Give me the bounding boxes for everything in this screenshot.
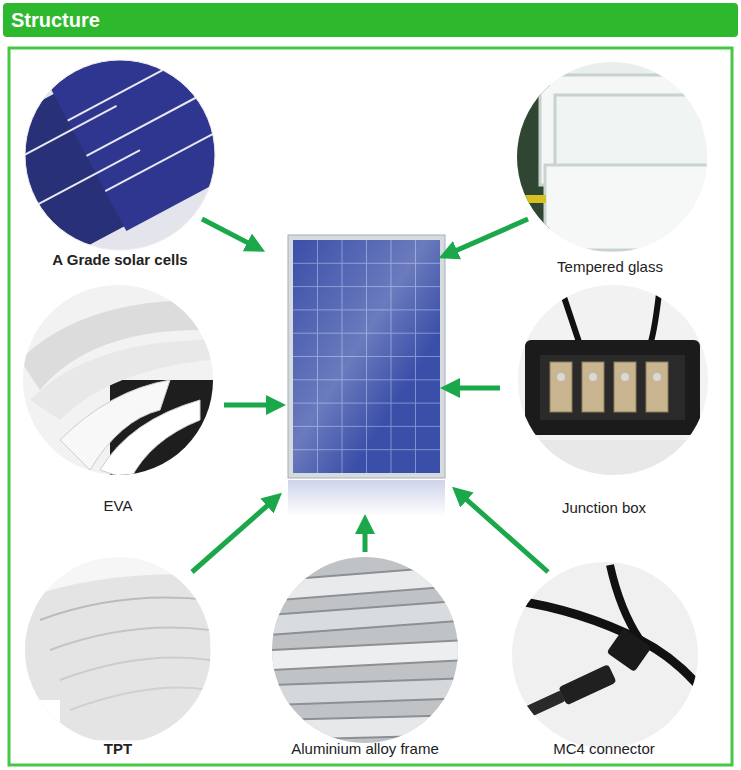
part-label: Junction box — [509, 499, 699, 517]
aluminium-frame-photo — [270, 678, 470, 705]
junction-box-photo — [560, 285, 660, 345]
junction-box-photo — [582, 362, 604, 412]
part-label: MC4 connector — [511, 740, 697, 758]
part-label: TPT — [25, 740, 211, 758]
solar-cells-photo — [105, 121, 237, 191]
pointer-arrow — [192, 219, 548, 572]
part-node: Tempered glass — [515, 62, 705, 280]
junction-box-photo — [525, 340, 700, 435]
tpt-photo — [40, 598, 210, 621]
solar-cells-photo — [86, 85, 218, 155]
part-node: Junction box — [509, 285, 699, 521]
part-label: Aluminium alloy frame — [272, 740, 458, 758]
part-label: Tempered glass — [515, 258, 705, 276]
mc4-connector-photo — [610, 565, 640, 640]
aluminium-frame-photo — [270, 600, 470, 635]
part-label: EVA — [23, 497, 213, 515]
solar-panel — [288, 480, 445, 516]
tpt-photo — [20, 555, 220, 755]
junction-box-photo — [515, 280, 715, 480]
aluminium-frame-photo — [270, 565, 470, 740]
solar-panel — [293, 240, 440, 473]
eva-photo — [100, 400, 200, 480]
junction-box-photo — [589, 373, 597, 381]
aluminium-frame-photo — [270, 715, 470, 740]
aluminium-frame-photo — [280, 565, 470, 600]
junction-box-photo — [550, 362, 668, 412]
junction-box-photo — [540, 355, 685, 420]
mc4-connector-photo — [510, 560, 710, 760]
pointer-arrow — [224, 403, 278, 408]
solar-panel — [293, 240, 440, 473]
part-node: A Grade solar cells — [25, 60, 215, 273]
aluminium-frame-photo — [270, 555, 470, 755]
solar-cells-photo — [11, 106, 117, 162]
solar-cells-photo — [6, 50, 238, 224]
junction-box-photo — [653, 373, 661, 381]
solar-panel — [288, 235, 445, 516]
tempered-glass-photo — [545, 165, 715, 250]
tpt-photo — [20, 555, 220, 755]
solar-cells-photo — [34, 150, 140, 206]
part-node: EVA — [23, 285, 213, 519]
solar-cells-photo — [0, 10, 259, 263]
part-label: A Grade solar cells — [25, 251, 215, 269]
pointer-arrow — [192, 498, 276, 572]
solar-panel — [288, 235, 445, 478]
junction-box-photo — [621, 373, 629, 381]
mc4-connector-photo — [512, 600, 710, 700]
tpt-photo — [70, 688, 210, 711]
tempered-glass-photo — [510, 60, 720, 260]
part-node: TPT — [25, 557, 211, 762]
mc4-connector-photo — [524, 690, 565, 718]
solar-cells-photo — [47, 10, 259, 231]
aluminium-frame-photo — [270, 640, 470, 670]
tpt-photo — [50, 628, 210, 651]
tpt-photo — [60, 658, 210, 681]
junction-box-photo — [557, 373, 565, 381]
mc4-connector-photo — [558, 664, 616, 705]
pointer-arrow — [202, 219, 258, 248]
part-node: MC4 connector — [511, 562, 697, 762]
eva-photo — [20, 280, 220, 480]
junction-box-photo — [515, 440, 715, 480]
header-bar: Structure — [3, 3, 738, 37]
junction-box-photo — [557, 373, 661, 381]
junction-box-photo — [515, 280, 715, 480]
aluminium-frame-photo — [270, 555, 470, 755]
eva-photo — [20, 280, 220, 480]
junction-box-photo — [646, 362, 668, 412]
part-node: Aluminium alloy frame — [272, 557, 458, 762]
pointer-arrow — [446, 219, 528, 255]
photo-circle — [25, 60, 215, 250]
pointer-arrow — [458, 492, 548, 572]
tempered-glass-photo — [524, 195, 546, 203]
title: Structure — [3, 3, 738, 37]
solar-panel — [293, 240, 440, 473]
junction-box-photo — [550, 362, 572, 412]
pointer-arrow — [448, 386, 500, 391]
mc4-connector-photo — [606, 628, 651, 672]
mc4-connector-photo — [510, 560, 710, 760]
tpt-photo — [20, 574, 210, 740]
tempered-glass-photo — [510, 60, 720, 260]
pointer-arrow — [363, 522, 368, 552]
junction-box-photo — [614, 362, 636, 412]
solar-cells-photo — [0, 10, 259, 263]
tpt-photo — [20, 700, 60, 740]
